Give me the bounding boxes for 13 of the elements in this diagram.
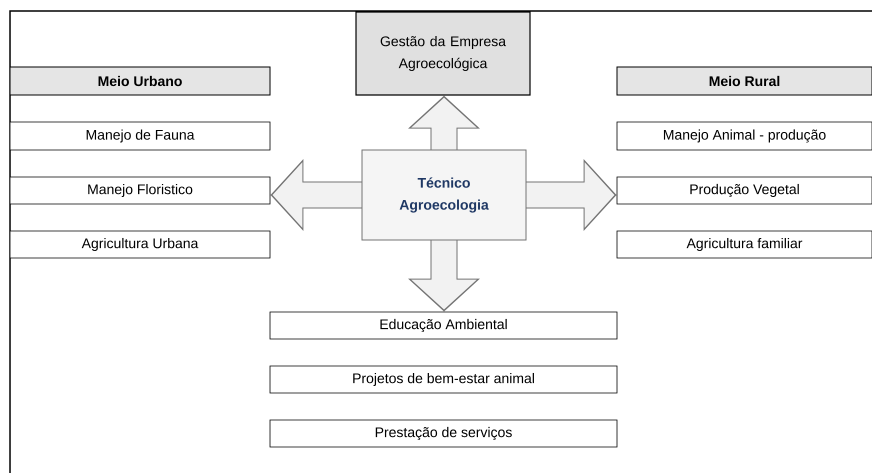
process-box: Manejo de Fauna	[10, 122, 270, 150]
header-box: Meio Rural	[616, 66, 872, 96]
header-box: Meio Urbano	[10, 66, 270, 96]
process-box: Produção Vegetal	[616, 176, 872, 204]
process-box: Manejo Animal - produção	[616, 122, 872, 150]
process-box: Gestão da Empresa Agroecológica	[355, 11, 531, 96]
process-box: Agricultura familiar	[616, 230, 872, 258]
process-box: Agricultura Urbana	[10, 230, 270, 258]
center-box: Técnico Agroecologia	[362, 150, 526, 240]
process-box: Manejo Floristico	[10, 176, 270, 204]
process-box: Prestação de serviços	[270, 420, 618, 448]
process-box: Projetos de bem-estar animal	[270, 366, 618, 394]
process-box: Educação Ambiental	[270, 312, 618, 340]
